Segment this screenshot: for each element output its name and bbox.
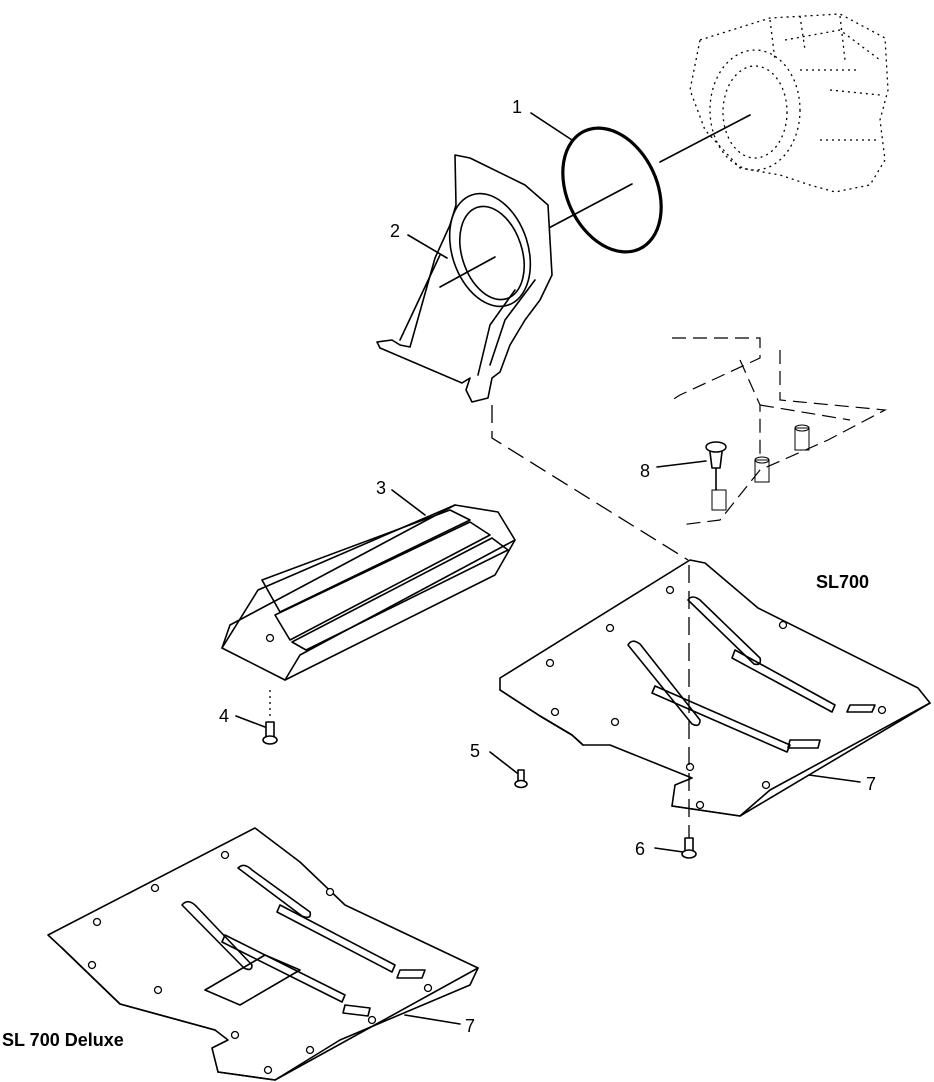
alignment-line — [491, 405, 689, 561]
ride-plate-sl700 — [499, 559, 931, 817]
axis-line-duct — [439, 256, 496, 288]
axis-line-housing — [659, 114, 751, 163]
hull-section — [671, 337, 888, 526]
fastener-5 — [514, 769, 528, 789]
callout-5: 5 — [470, 741, 480, 761]
intake-duct — [376, 154, 553, 403]
model-label-sl700-deluxe: SL 700 Deluxe — [2, 1030, 124, 1050]
callout-2: 2 — [390, 221, 400, 241]
callout-8: 8 — [640, 461, 650, 481]
fastener-4 — [262, 721, 278, 745]
pump-housing — [689, 13, 889, 193]
callout-4: 4 — [219, 706, 229, 726]
callout-3: 3 — [376, 478, 386, 498]
o-ring — [561, 126, 663, 254]
fastener-8 — [705, 441, 727, 491]
callout-6: 6 — [635, 839, 645, 859]
leader-lines — [235, 112, 861, 1025]
callout-7-sl700: 7 — [866, 774, 876, 794]
callout-7-deluxe: 7 — [465, 1016, 475, 1036]
model-label-sl700: SL700 — [816, 572, 869, 592]
fastener-6 — [681, 837, 697, 859]
ride-pad — [221, 504, 516, 681]
callout-1: 1 — [512, 97, 522, 117]
axis-line-oring — [544, 183, 633, 231]
ride-plate-sl700-deluxe — [47, 827, 479, 1081]
